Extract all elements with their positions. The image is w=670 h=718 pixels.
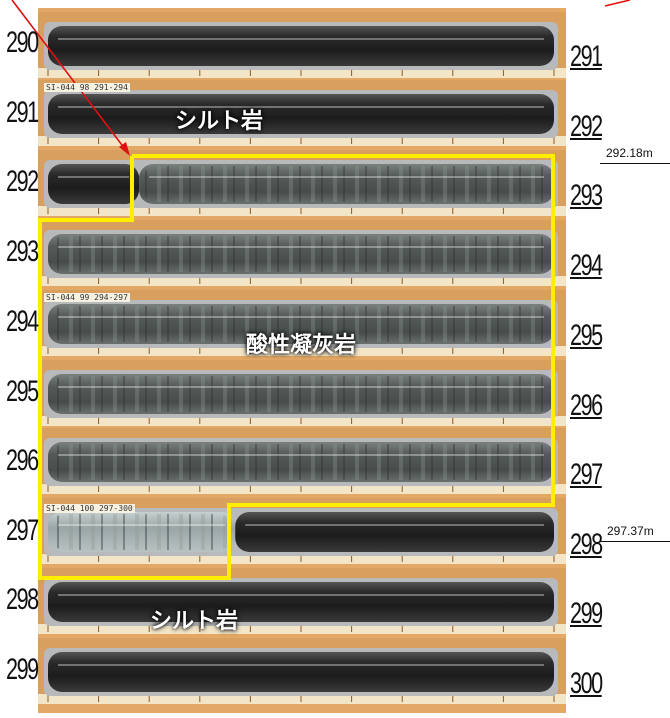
- box-tag-1: SI-044 98 291-294: [44, 83, 130, 92]
- depth-label-right: 297: [570, 458, 603, 491]
- depth-label-right: 300: [570, 667, 603, 700]
- depth-label-right: 293: [570, 179, 603, 212]
- depth-label-right: 294: [570, 249, 603, 282]
- core-banding: [52, 236, 550, 272]
- core-banding: [52, 376, 550, 412]
- core-row: [38, 150, 566, 216]
- depth-label-left: 296: [6, 444, 39, 477]
- depth-label-right: 295: [570, 319, 603, 352]
- depth-label-left: 294: [6, 305, 39, 338]
- core-banding: [52, 306, 550, 342]
- core-sheen: [58, 524, 226, 526]
- rock-label-siltstone-lower: シルト岩: [150, 609, 239, 634]
- core-sheen: [58, 454, 544, 456]
- core-row: [38, 568, 566, 634]
- core-segment: [48, 652, 554, 692]
- rock-label-acidic-tuff: 酸性凝灰岩: [246, 333, 357, 358]
- ruler-strip: [38, 68, 566, 78]
- core-row: [38, 428, 566, 494]
- core-sheen: [58, 664, 544, 666]
- depth-label-left: 299: [6, 653, 39, 686]
- core-sheen: [58, 106, 544, 108]
- core-sheen: [58, 386, 544, 388]
- core-banding: [52, 444, 550, 480]
- boundary-depth-lower: 297.37m: [607, 524, 654, 538]
- core-banding: [52, 514, 232, 550]
- core-row: [38, 638, 566, 704]
- core-segment: [48, 94, 554, 134]
- ruler-strip: [38, 346, 566, 356]
- ruler-strip: [38, 554, 566, 564]
- core-segment: [235, 512, 554, 552]
- pointer-line-right: [604, 0, 631, 7]
- core-sheen: [149, 176, 544, 178]
- depth-label-left: 293: [6, 235, 39, 268]
- pointer-line: [11, 0, 129, 154]
- core-segment: [48, 582, 554, 622]
- ruler-strip: [38, 136, 566, 146]
- box-tag-3: SI-044 100 297-300: [44, 504, 135, 513]
- annotation-overlay: [11, 0, 631, 580]
- core-row: [38, 220, 566, 286]
- tuff-interval-outline: [38, 154, 555, 580]
- core-sheen: [58, 176, 130, 178]
- core-trays: [38, 8, 566, 713]
- ruler-strip: [38, 694, 566, 704]
- core-sheen: [58, 246, 544, 248]
- depth-label-left: 291: [6, 96, 39, 129]
- core-row: [38, 360, 566, 426]
- core-row: [38, 80, 566, 146]
- arrow-head: [119, 142, 130, 156]
- depth-label-left: 290: [6, 26, 39, 59]
- depth-label-left: 292: [6, 165, 39, 198]
- depth-label-left: 295: [6, 375, 39, 408]
- ruler-strip: [38, 624, 566, 634]
- ruler-strip: [38, 206, 566, 216]
- core-sheen: [58, 316, 544, 318]
- core-segment: [48, 26, 554, 66]
- core-segment: [48, 164, 140, 204]
- rock-label-siltstone-upper: シルト岩: [175, 109, 264, 134]
- core-sheen: [58, 38, 544, 40]
- core-row: [38, 12, 566, 78]
- depth-label-left: 297: [6, 514, 39, 547]
- ruler-strip: [38, 416, 566, 426]
- core-sheen: [58, 594, 544, 596]
- core-row: [38, 498, 566, 564]
- ruler-strip: [38, 484, 566, 494]
- depth-label-right: 291: [570, 40, 603, 73]
- boundary-line-upper: [600, 163, 670, 164]
- depth-label-left: 298: [6, 583, 39, 616]
- depth-label-right: 298: [570, 528, 603, 561]
- depth-label-right: 292: [570, 110, 603, 143]
- boundary-depth-upper: 292.18m: [606, 146, 653, 160]
- box-tag-2: SI-044 99 294-297: [44, 293, 130, 302]
- depth-label-right: 299: [570, 597, 603, 630]
- core-sheen: [245, 524, 544, 526]
- depth-label-right: 296: [570, 389, 603, 422]
- core-banding: [143, 166, 550, 202]
- boundary-line-lower: [600, 541, 670, 542]
- core-row: [38, 290, 566, 356]
- ruler-strip: [38, 276, 566, 286]
